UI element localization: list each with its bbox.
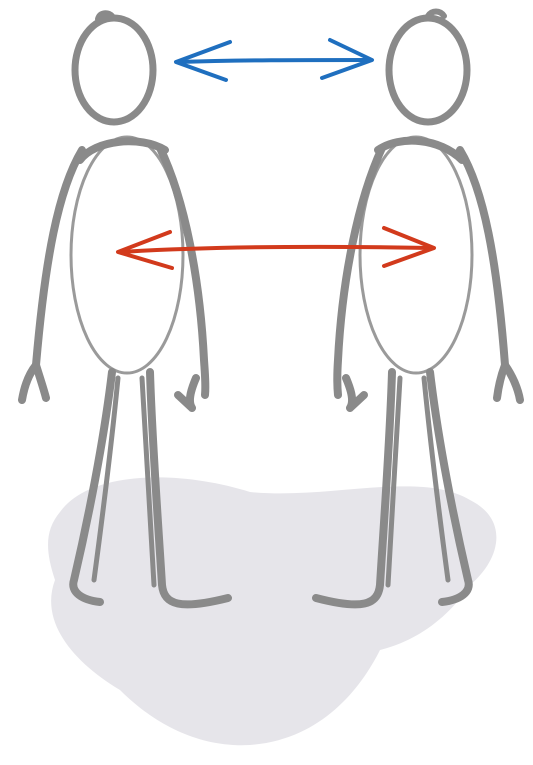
left-figure-hand-inner (178, 378, 196, 408)
body-double-arrow (118, 228, 434, 268)
right-figure-arm-outer (460, 150, 505, 365)
left-figure-hand-outer (22, 365, 46, 400)
left-figure-head (75, 18, 153, 122)
right-figure-head (389, 18, 467, 122)
right-figure-hand-outer (497, 365, 520, 400)
ground-shadow (48, 477, 496, 745)
right-figure-hair (428, 12, 444, 17)
head-double-arrow (176, 40, 372, 80)
right-figure-hand-inner (346, 378, 364, 408)
body-arrow-shaft (120, 247, 432, 252)
head-arrow-shaft (178, 60, 370, 62)
left-figure-arm-outer (36, 150, 82, 365)
